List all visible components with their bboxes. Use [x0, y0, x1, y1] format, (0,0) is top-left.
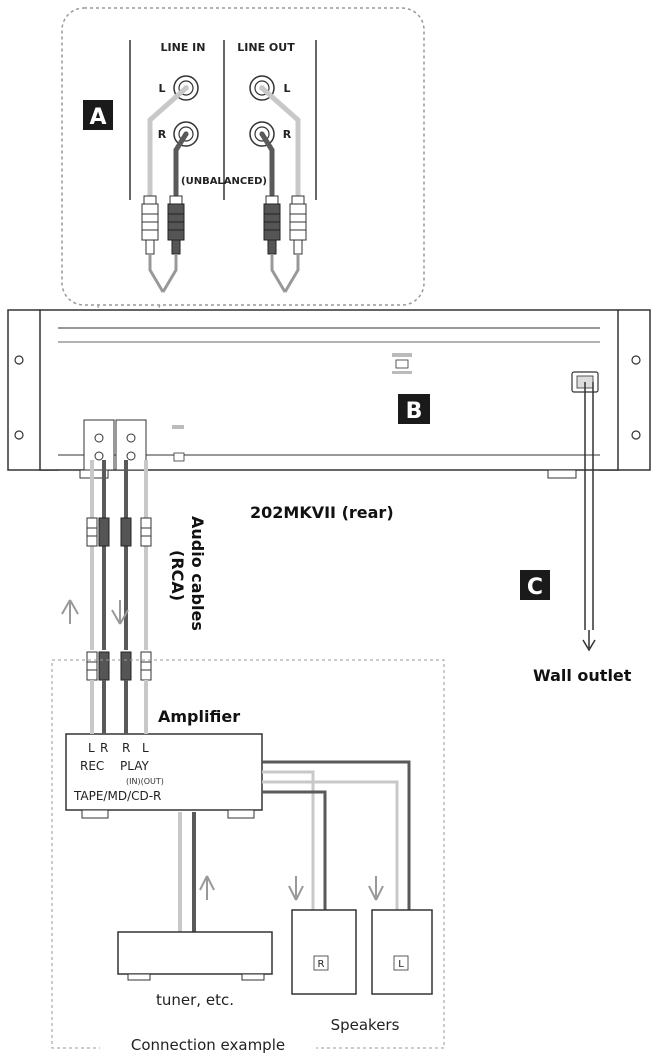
rack-hole-left-bottom [14, 430, 24, 440]
device-rear-panel: B [7, 309, 651, 479]
rack-hole-left-top [14, 355, 24, 365]
play-label: PLAY [120, 759, 149, 773]
line-in-r-label: R [158, 128, 167, 141]
rack-hole-right-top [631, 355, 641, 365]
speaker-l-badge-text: L [398, 959, 404, 970]
audio-cables [61, 460, 152, 681]
audio-cables-label-2: (RCA) [168, 550, 187, 601]
inset-plug-2 [167, 195, 185, 255]
speaker-r-flow-arrow-icon [288, 876, 304, 901]
badge-c [520, 570, 550, 600]
badge-b-text: B [406, 399, 423, 424]
zoom-inset: A LINE IN LINE OUT L R L R (UNBALANCED) [61, 7, 425, 416]
inset-frame [61, 7, 425, 306]
rec-label: REC [80, 759, 104, 773]
speakers-label: Speakers [331, 1016, 400, 1034]
speaker-r-badge-text: R [318, 959, 325, 970]
connection-example-label: Connection example [131, 1036, 285, 1054]
amp-jack-r-1: R [100, 741, 108, 755]
speaker-l-body [371, 909, 433, 995]
tuner-body [117, 931, 273, 975]
device-label: 202MKVII (rear) [250, 503, 394, 522]
rear-small-connector [173, 452, 185, 462]
rear-small-label [172, 425, 184, 429]
rear-jack-in-l [94, 433, 104, 443]
badge-a [83, 100, 113, 130]
badge-b [398, 394, 430, 424]
rear-jack-in-r [94, 451, 104, 461]
inset-plug-1 [141, 195, 159, 255]
rear-jack-out-r [126, 451, 136, 461]
inset-cable-line-out-r [259, 131, 275, 198]
amp-jack-l-1: L [88, 741, 95, 755]
speaker-wire-l-dark [262, 760, 411, 910]
rear-line-in-block [83, 419, 115, 471]
inset-cable-merge-right [270, 254, 300, 293]
line-in-l-label: L [158, 82, 165, 95]
in-out-label: (IN)(OUT) [126, 777, 164, 786]
tuner-label: tuner, etc. [156, 991, 234, 1009]
line-out-label: LINE OUT [237, 41, 295, 54]
inset-cable-line-in-l [147, 85, 189, 198]
wall-outlet-label: Wall outlet [533, 666, 632, 685]
badge-c-text: C [527, 575, 543, 600]
speaker-wire-r-light [262, 770, 315, 910]
wall-outlet-arrow-icon [582, 630, 596, 652]
amp-jack-l-2: L [142, 741, 149, 755]
badge-a-text: A [89, 105, 106, 130]
line-out-r-label: R [283, 128, 292, 141]
speaker-l-badge [393, 955, 409, 971]
rear-jack-out-l [126, 433, 136, 443]
connection-example: Connection example Amplifier L R R L REC… [51, 659, 445, 1056]
power-cable [584, 382, 594, 630]
speaker-r-badge [313, 955, 329, 971]
rear-line-out-block [115, 419, 147, 471]
amplifier-foot-right [227, 809, 255, 819]
device-foot-right [547, 469, 577, 479]
amplifier-foot-left [81, 809, 109, 819]
inset-cable-line-out-l [259, 85, 301, 198]
rear-switch [392, 353, 412, 374]
amplifier-body [65, 733, 263, 811]
power-cable-group: C [520, 382, 596, 652]
unbalanced-label: (UNBALANCED) [181, 176, 267, 187]
tape-label: TAPE/MD/CD-R [73, 789, 161, 803]
flow-arrow-up-icon [61, 599, 79, 624]
audio-cables-label-1: Audio cables [188, 516, 207, 631]
speaker-l-flow-arrow-icon [368, 876, 384, 901]
inset-plug-3 [263, 195, 281, 255]
inset-plug-4 [289, 195, 307, 255]
amp-jack-r-2: R [122, 741, 130, 755]
inset-cable-merge-left [148, 254, 178, 293]
line-in-label: LINE IN [161, 41, 206, 54]
line-out-l-label: L [283, 82, 290, 95]
tuner-foot-left [127, 973, 151, 981]
inset-cable-line-in-r [173, 131, 189, 198]
tuner-foot-right [241, 973, 265, 981]
speaker-wire-r-dark [262, 790, 327, 910]
speaker-wire-l-light [262, 780, 399, 910]
example-label-bg [100, 1036, 316, 1056]
speaker-r-body [291, 909, 357, 995]
rack-hole-right-bottom [631, 430, 641, 440]
amplifier-label: Amplifier [158, 707, 240, 726]
flow-arrow-down-icon [111, 600, 129, 625]
tuner-flow-arrow-icon [199, 875, 215, 900]
cable-plugs-top [86, 517, 152, 547]
cable-plugs-bottom [86, 651, 152, 681]
